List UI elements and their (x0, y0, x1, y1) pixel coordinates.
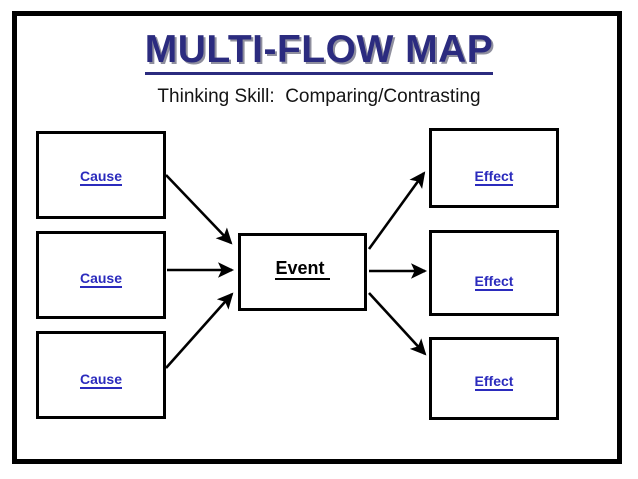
cause-box-2-label: Cause (79, 270, 123, 288)
cause-box-1-label: Cause (79, 168, 123, 186)
cause-box-3-label: Cause (79, 371, 123, 389)
effect-box-3-label: Effect (474, 373, 514, 391)
page-subtitle: Thinking Skill: Comparing/Contrasting (157, 86, 481, 107)
event-box-label: Event (275, 258, 330, 280)
effect-box-1[interactable]: Effect (429, 128, 559, 208)
cause-box-3[interactable]: Cause (36, 331, 166, 419)
page-title-text: MULTI-FLOW MAP (144, 28, 494, 75)
page-title: MULTI-FLOW MAP (0, 28, 638, 75)
effect-box-2[interactable]: Effect (429, 230, 559, 316)
cause-box-2[interactable]: Cause (36, 231, 166, 319)
cause-box-1[interactable]: Cause (36, 131, 166, 219)
effect-box-2-label: Effect (474, 273, 514, 291)
event-box[interactable]: Event (238, 233, 367, 311)
effect-box-3[interactable]: Effect (429, 337, 559, 420)
effect-box-1-label: Effect (474, 168, 514, 186)
